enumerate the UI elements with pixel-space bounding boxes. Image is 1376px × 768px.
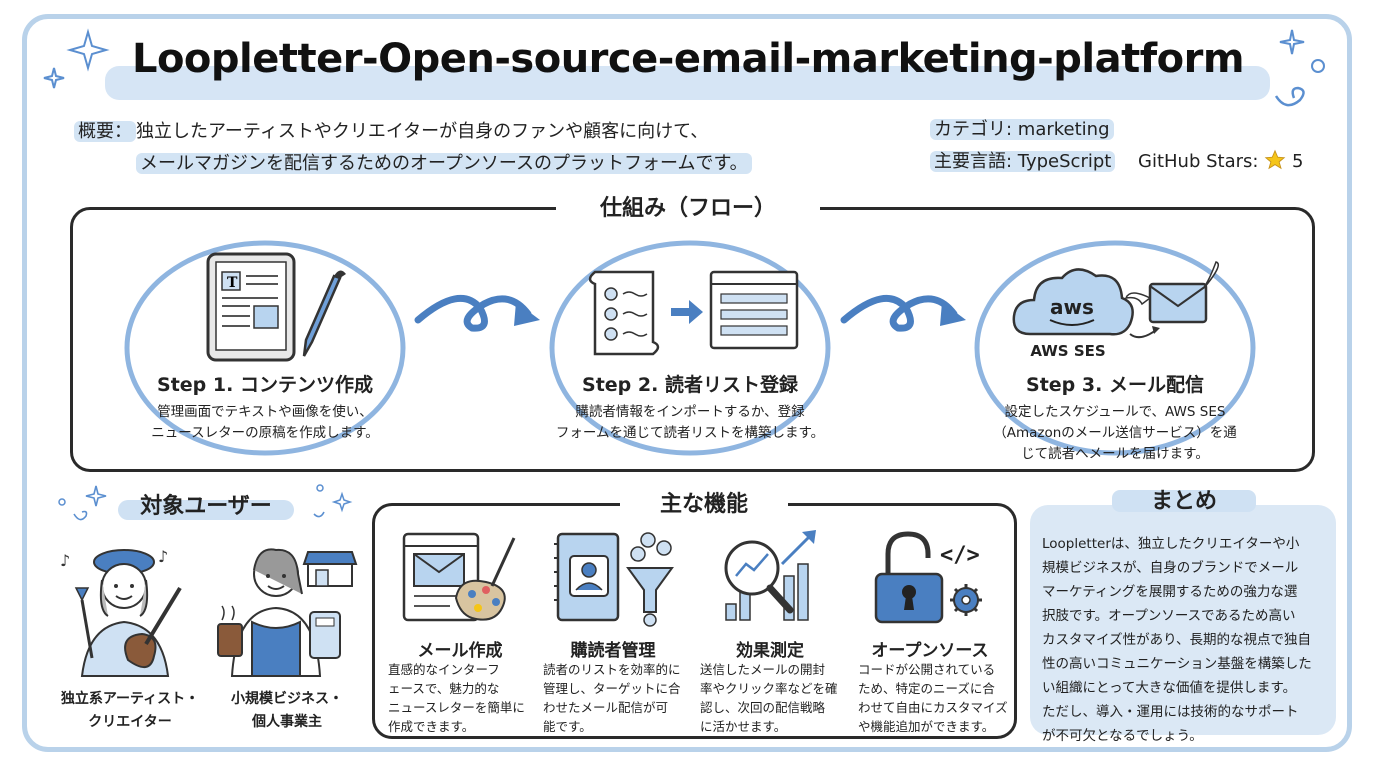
svg-text:♪: ♪ bbox=[158, 547, 168, 566]
svg-text:aws: aws bbox=[1050, 295, 1094, 319]
analytics-magnifier-icon bbox=[724, 530, 816, 621]
step3-circle bbox=[974, 240, 1256, 456]
aws-cloud-icon: aws bbox=[1012, 261, 1219, 339]
user-artist-label: 独立系アーティスト・クリエイター bbox=[60, 691, 200, 730]
overview-line2: メールマガジンを配信するためのオープンソースのプラットフォームです。 bbox=[136, 148, 752, 180]
outer-frame bbox=[22, 14, 1352, 752]
summary-text: Loopletterは、独立したクリエイターや小規模ビジネスが、自身のブランドで… bbox=[1042, 536, 1312, 744]
overview-line1: 独立したアーティストやクリエイターが自身のファンや顧客に向けて、 bbox=[136, 121, 709, 142]
user-business-label: 小規模ビジネス・個人事業主 bbox=[231, 691, 343, 730]
step3-title: Step 3. メール配信 bbox=[1026, 374, 1204, 396]
step1-title: Step 1. コンテンツ作成 bbox=[157, 374, 373, 396]
small-business-icon bbox=[217, 548, 358, 677]
step1-desc: 管理画面でテキストや画像を使い、ニュースレターの原稿を作成します。 bbox=[151, 404, 379, 441]
feature4-desc: コードが公開されているため、特定のニーズに合 わせて自由にカスタマイズや機能追加… bbox=[858, 662, 1008, 734]
summary-box bbox=[1030, 505, 1336, 735]
step2-desc: 購読者情報をインポートするか、登録フォームを通じて読者リストを構築します。 bbox=[555, 404, 825, 441]
tablet-document-icon: T bbox=[206, 252, 346, 362]
aws-ses-label: AWS SES bbox=[1030, 342, 1106, 360]
pen-icon bbox=[302, 270, 346, 357]
subscriber-management-icon bbox=[554, 532, 674, 627]
star-icon bbox=[1264, 149, 1286, 170]
flow-title: 仕組み（フロー） bbox=[556, 190, 820, 222]
feature4-title: オープンソース bbox=[871, 641, 989, 661]
step2-title: Step 2. 読者リスト登録 bbox=[582, 374, 798, 396]
feature1-desc: 直感的なインターフェースで、魅力的な ニュースレターを簡単に作成できます。 bbox=[388, 662, 525, 734]
overview-label: 概要： bbox=[74, 116, 136, 148]
swirl-icon bbox=[1274, 29, 1325, 107]
summary-title: まとめ bbox=[1150, 489, 1217, 514]
step3-desc: 設定したスケジュールで、AWS SES（Amazonのメール送信サービス）を通じ… bbox=[993, 404, 1237, 462]
subscriber-list-icon bbox=[588, 270, 799, 356]
svg-text:T: T bbox=[227, 275, 238, 291]
feature2-desc: 読者のリストを効率的に管理し、ターゲットに合 わせたメール配信が可能です。 bbox=[543, 662, 681, 734]
feature3-desc: 送信したメールの開封率やクリック率などを確 認し、次回の配信戦略に活かせます。 bbox=[700, 662, 838, 734]
sparkle-decoration-icon bbox=[58, 484, 353, 521]
winged-envelope-icon bbox=[1124, 261, 1219, 339]
title-highlight bbox=[105, 66, 1270, 100]
svg-text:</>: </> bbox=[940, 543, 980, 568]
flow-arrow-icon bbox=[414, 295, 540, 332]
feature2-title: 購読者管理 bbox=[570, 641, 656, 661]
feature3-title: 効果測定 bbox=[736, 641, 804, 661]
svg-text:♪: ♪ bbox=[60, 551, 70, 570]
step1-circle bbox=[124, 240, 406, 456]
github-stars: GitHub Stars: 5 bbox=[1138, 149, 1304, 172]
language-label: 主要言語: TypeScript bbox=[930, 146, 1116, 178]
category-label: カテゴリ: marketing bbox=[930, 114, 1114, 146]
feature1-title: メール作成 bbox=[417, 641, 503, 661]
flow-arrow-icon bbox=[840, 295, 966, 332]
page-title: Loopletter-Open-source-email-marketing-p… bbox=[131, 36, 1245, 82]
users-title: 対象ユーザー bbox=[140, 494, 272, 519]
artist-icon: ♪ ♪ bbox=[60, 547, 182, 680]
features-title: 主な機能 bbox=[620, 486, 788, 518]
email-compose-icon bbox=[402, 532, 516, 622]
sparkle-icon bbox=[43, 28, 110, 89]
step2-circle bbox=[549, 240, 831, 456]
open-source-lock-icon: </> bbox=[874, 531, 982, 624]
